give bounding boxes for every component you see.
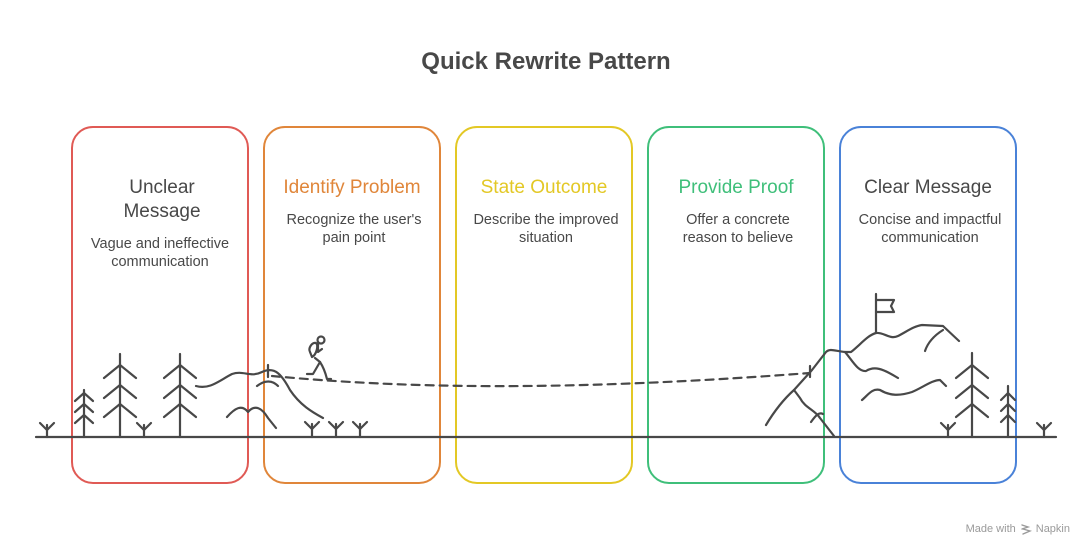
step-description: Offer a concrete reason to believe (682, 212, 794, 246)
step-description: Vague and ineffective communication (90, 236, 230, 270)
step-title: Identify Problem (283, 177, 421, 198)
grass-icon (38, 421, 56, 439)
step-title: Unclear Message (123, 177, 201, 222)
step-description: Describe the improved situation (473, 212, 619, 246)
step-card-state-outcome: State Outcome Describe the improved situ… (455, 126, 633, 484)
napkin-logo-icon (1021, 524, 1032, 535)
grass-icon (1035, 421, 1053, 439)
made-with-napkin-badge[interactable]: Made with Napkin (966, 523, 1070, 535)
step-title: State Outcome (480, 177, 608, 198)
diagram-title: Quick Rewrite Pattern (421, 48, 671, 75)
step-card-unclear-message: Unclear Message Vague and ineffective co… (71, 126, 249, 484)
step-card-identify-problem: Identify Problem Recognize the user's pa… (263, 126, 441, 484)
made-with-label: Made with (965, 523, 1016, 535)
step-title: Provide Proof (678, 177, 794, 198)
step-title: Clear Message (864, 177, 992, 198)
step-card-clear-message: Clear Message Concise and impactful comm… (839, 126, 1017, 484)
brand-label: Napkin (1035, 523, 1070, 535)
step-description: Concise and impactful communication (858, 212, 1002, 246)
step-card-provide-proof: Provide Proof Offer a concrete reason to… (647, 126, 825, 484)
step-description: Recognize the user's pain point (286, 212, 422, 246)
